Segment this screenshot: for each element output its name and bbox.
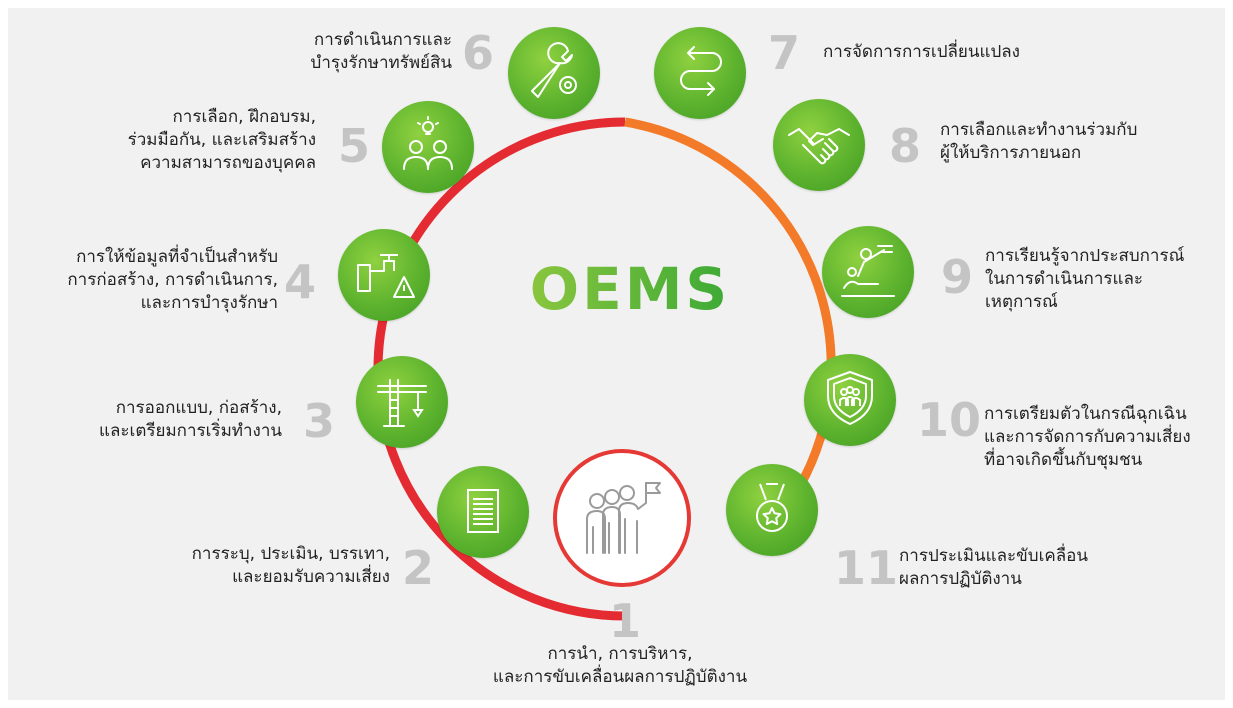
element-9-label: การเรียนรู้จากประสบการณ์ ในการดำเนินการแ… <box>985 246 1185 312</box>
element-8-node <box>773 99 865 191</box>
element-1-number: 1 <box>609 594 642 648</box>
element-8-label: การเลือกและทำงานร่วมกับ ผู้ให้บริการภายน… <box>940 120 1138 163</box>
element-5-label: การเลือก, ฝึกอบรม, ร่วมมือกัน, และเสริมส… <box>127 107 316 173</box>
shield-community-icon <box>827 371 873 425</box>
element-7-label: การจัดการการเปลี่ยนแปลง <box>823 42 1020 62</box>
change-path-icon <box>680 46 722 96</box>
element-2-label: การระบุ, ประเมิน, บรรเทา, และยอมรับความเ… <box>191 544 390 587</box>
element-1-label: การนำ, การบริหาร, และการขับเคลื่อนผลการป… <box>492 644 748 687</box>
people-idea-icon <box>403 116 453 170</box>
crane-icon <box>377 379 427 427</box>
ring-right-arc <box>624 117 836 523</box>
element-10-label: การเตรียมตัวในกรณีฉุกเฉิน และการจัดการกั… <box>984 404 1191 470</box>
wrench-gear-icon <box>531 42 577 98</box>
element-11-node <box>726 464 818 556</box>
element-3-node <box>356 356 448 448</box>
element-10-node <box>804 354 896 446</box>
element-9-number: 9 <box>941 250 974 304</box>
handshake-icon <box>788 128 850 165</box>
element-2-node <box>437 466 529 558</box>
presentation-icon <box>841 245 895 297</box>
element-6-label: การดำเนินการและ บำรุงรักษาทรัพย์สิน <box>310 30 452 73</box>
element-9-node <box>822 226 914 318</box>
element-8-number: 8 <box>889 119 922 173</box>
element-7-number: 7 <box>768 26 801 80</box>
element-11-label: การประเมินและขับเคลื่อน ผลการปฏิบัติงาน <box>899 546 1089 589</box>
element-2-number: 2 <box>402 541 435 595</box>
element-4-number: 4 <box>284 255 317 309</box>
medal-icon <box>756 483 788 532</box>
element-3-number: 3 <box>303 394 336 448</box>
document-icon <box>467 489 499 533</box>
leadership-flag-icon <box>586 482 661 554</box>
element-10-number: 10 <box>917 393 982 447</box>
element-5-node <box>382 101 474 193</box>
element-6-node <box>508 27 600 119</box>
element-4-node <box>338 229 430 321</box>
element-3-label: การออกแบบ, ก่อสร้าง, และเตรียมการเริ่มทำ… <box>99 398 282 441</box>
element-4-label: การให้ข้อมูลที่จำเป็นสำหรับ การก่อสร้าง,… <box>67 247 278 313</box>
pipe-warning-icon <box>357 254 415 298</box>
diagram-title: OEMS <box>525 255 735 323</box>
element-7-node <box>654 27 746 119</box>
element-1-node <box>553 449 691 587</box>
element-5-number: 5 <box>338 119 371 173</box>
element-6-number: 6 <box>462 26 495 80</box>
element-11-number: 11 <box>834 541 899 595</box>
